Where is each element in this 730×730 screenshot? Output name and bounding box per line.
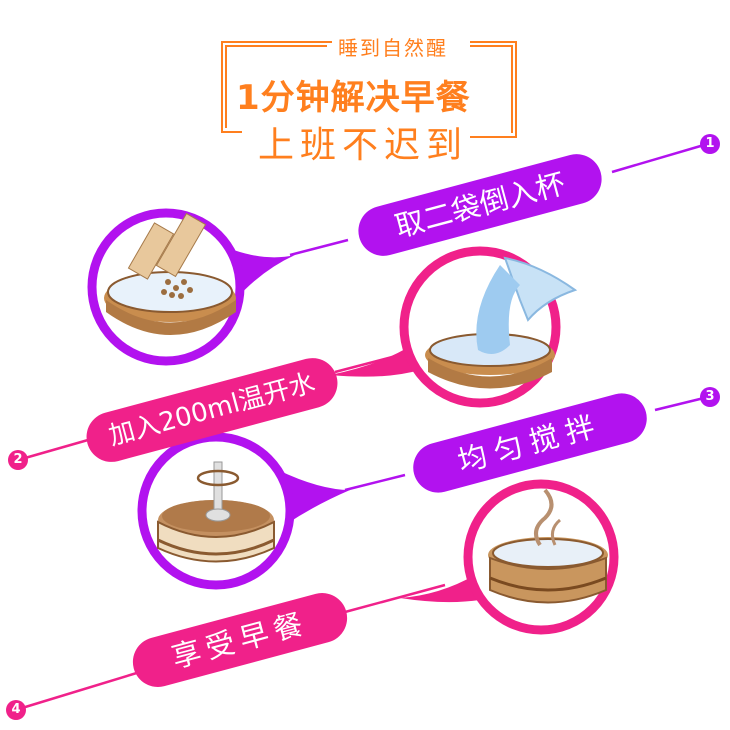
step4-number-badge: 4 (6, 700, 26, 720)
step3-number-badge: 3 (700, 387, 720, 407)
header-subtitle-top: 睡到自然醒 (338, 36, 448, 60)
step1-illustration (87, 208, 295, 366)
step4-connector (21, 670, 141, 710)
header-title: 1分钟解决早餐 (236, 78, 471, 118)
header-frame (221, 41, 517, 138)
step4-illustration (400, 479, 619, 635)
step2-connector (24, 438, 89, 460)
step3-illustration (137, 432, 350, 590)
step2-number-badge: 2 (8, 450, 28, 470)
header-subtitle-bottom: 上班不迟到 (258, 125, 469, 166)
step1-number-badge: 1 (700, 134, 720, 154)
step1-connector (611, 143, 705, 174)
step2-illustration (330, 246, 578, 408)
step3-connector (654, 396, 705, 412)
